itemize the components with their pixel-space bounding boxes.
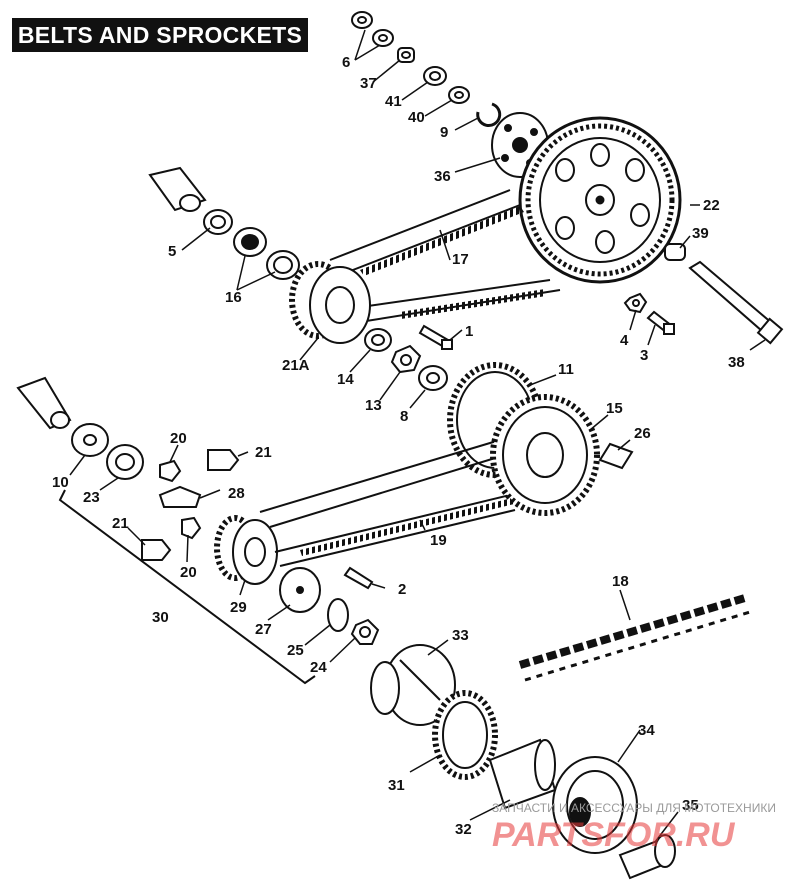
crankshaft-part [16,376,72,430]
watermark-caption: ЗАПЧАСТИ И АКСЕССУАРЫ ДЛЯ МОТОТЕХНИКИ [492,801,776,815]
leader-lines [69,29,766,843]
rear-sprocket-22-part [518,116,682,284]
callout-31: 31 [388,777,405,794]
gear-31-part [432,690,498,780]
watermark-logo: PARTSFOR.RU [492,816,736,854]
callout-25: 25 [287,642,304,659]
callout-20-bottom: 20 [180,564,197,581]
callout-34: 34 [638,722,655,739]
diagram-title: BELTS AND SPROCKETS [12,18,308,52]
transmission-shaft-part [148,166,207,212]
callout-3: 3 [640,347,648,364]
callout-1: 1 [465,323,473,340]
callout-13: 13 [365,397,382,414]
nut-13-part [390,344,422,374]
callout-40: 40 [408,109,425,126]
callout-18: 18 [612,573,629,590]
callout-28: 28 [228,485,245,502]
engine-sprocket-29-part [214,515,278,585]
callout-41: 41 [385,93,402,110]
hub-33-part [370,644,456,726]
compensator-parts-20-21-28 [141,449,240,561]
callout-8: 8 [400,408,408,425]
bushing-32-part [488,738,557,810]
lock-plate-25-part [327,598,349,632]
callout-10: 10 [52,474,69,491]
callout-16: 16 [225,289,242,306]
callout-26: 26 [634,425,651,442]
axle-38-part [688,260,784,345]
callout-9: 9 [440,124,448,141]
callout-22: 22 [703,197,720,214]
screw-1-part [418,324,453,350]
belt-17-lower-teeth [400,289,546,319]
callout-5: 5 [168,243,176,260]
callout-20-top: 20 [170,430,187,447]
callout-15: 15 [606,400,623,417]
snap-ring-9-part [476,102,502,127]
callout-39: 39 [692,225,709,242]
washer-23-part [106,444,144,480]
primary-belt-19-part [259,439,516,567]
bearing-8-part [418,365,448,391]
callout-37: 37 [360,75,377,92]
clutch-15-part [490,394,600,516]
bearing-6-part [351,11,394,47]
seal-5-part [203,209,233,235]
nut-24-part [350,618,380,645]
callout-38: 38 [728,354,745,371]
callout-21A: 21A [282,357,310,374]
callout-11: 11 [558,361,574,378]
callout-21-right: 21 [255,444,272,461]
callout-14: 14 [337,371,354,388]
callout-29: 29 [230,599,247,616]
chain-18-part [518,594,751,682]
lock-plate-14-part [364,328,392,352]
callout-19: 19 [430,532,447,549]
bracket-30-line [58,489,316,685]
spacer-16-part [233,227,300,280]
belt-17-teeth [360,206,524,276]
washer-40-part [448,86,470,104]
pin-35-part [618,834,676,880]
spacer-37-part [397,47,415,63]
drum-34-part [552,756,638,854]
callout-27: 27 [255,621,272,638]
callout-21-left: 21 [112,515,129,532]
cover-27-part [279,567,321,613]
callout-32: 32 [455,821,472,838]
callout-35: 35 [682,797,699,814]
callout-4: 4 [620,332,629,349]
plate-26-part [598,442,634,470]
callout-23: 23 [83,489,100,506]
callout-17: 17 [452,251,469,268]
belt-19-teeth [300,498,514,556]
bearing-41-part [423,66,447,86]
callout-33: 33 [452,627,469,644]
spring-2-part [343,566,374,590]
callout-24: 24 [310,659,327,676]
washer-10-part [71,423,109,457]
trans-sprocket-21A-part [289,261,371,344]
callout-6: 6 [342,54,350,71]
bolt-3-part [646,310,675,335]
callout-30: 30 [152,609,169,626]
nut-4-part [623,292,648,314]
callout-36: 36 [434,168,451,185]
callout-2: 2 [398,581,406,598]
